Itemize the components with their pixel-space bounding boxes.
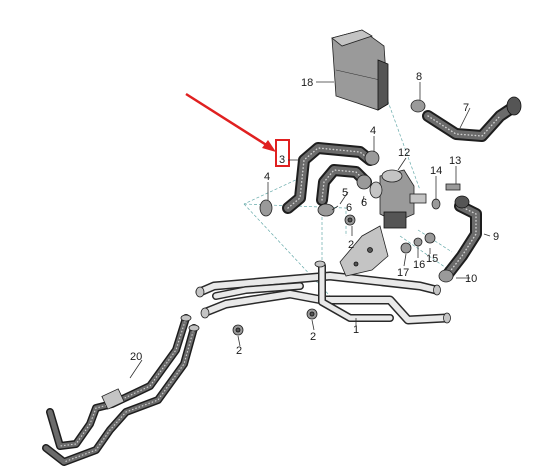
- callout-18: 18: [301, 77, 313, 89]
- callout-2-right: 2: [310, 331, 316, 343]
- reference-lines: [243, 95, 453, 297]
- callout-2-center: 2: [348, 239, 354, 251]
- coolant-pipe-assembly: [195, 225, 451, 325]
- callout-16: 16: [413, 259, 425, 271]
- hose-3: [282, 142, 376, 214]
- hose-5: [316, 164, 372, 206]
- callout-15: 15: [426, 253, 438, 265]
- callout-5: 5: [342, 187, 348, 199]
- callout-14: 14: [430, 165, 442, 177]
- callout-12: 12: [398, 147, 410, 159]
- callout-7: 7: [463, 102, 469, 114]
- callout-6-lower: 6: [346, 202, 352, 214]
- callout-8: 8: [416, 71, 422, 83]
- callout-3: 3: [279, 154, 285, 166]
- callout-9: 9: [493, 231, 499, 243]
- callout-13: 13: [449, 155, 461, 167]
- hose-7: [422, 96, 522, 142]
- leader-lines: [129, 81, 491, 379]
- valve-12: [369, 169, 427, 229]
- callout-10: 10: [465, 273, 477, 285]
- callout-4-upper: 4: [370, 125, 376, 137]
- callout-17: 17: [397, 267, 409, 279]
- hose-9: [442, 195, 482, 280]
- callout-1: 1: [353, 324, 359, 336]
- callout-numbers: 18 3 4 4 12 8 7 5 6 6 2 14 13 9 10 15 16…: [130, 71, 499, 363]
- callout-4-left: 4: [264, 171, 270, 183]
- cover-18: [331, 29, 389, 111]
- highlight-box: [275, 139, 290, 167]
- callout-6-upper: 6: [361, 197, 367, 209]
- highlight-arrow: [185, 92, 290, 167]
- fittings: [232, 99, 461, 336]
- callout-20: 20: [130, 351, 142, 363]
- hose-20: [42, 314, 200, 466]
- callout-2-left: 2: [236, 345, 242, 357]
